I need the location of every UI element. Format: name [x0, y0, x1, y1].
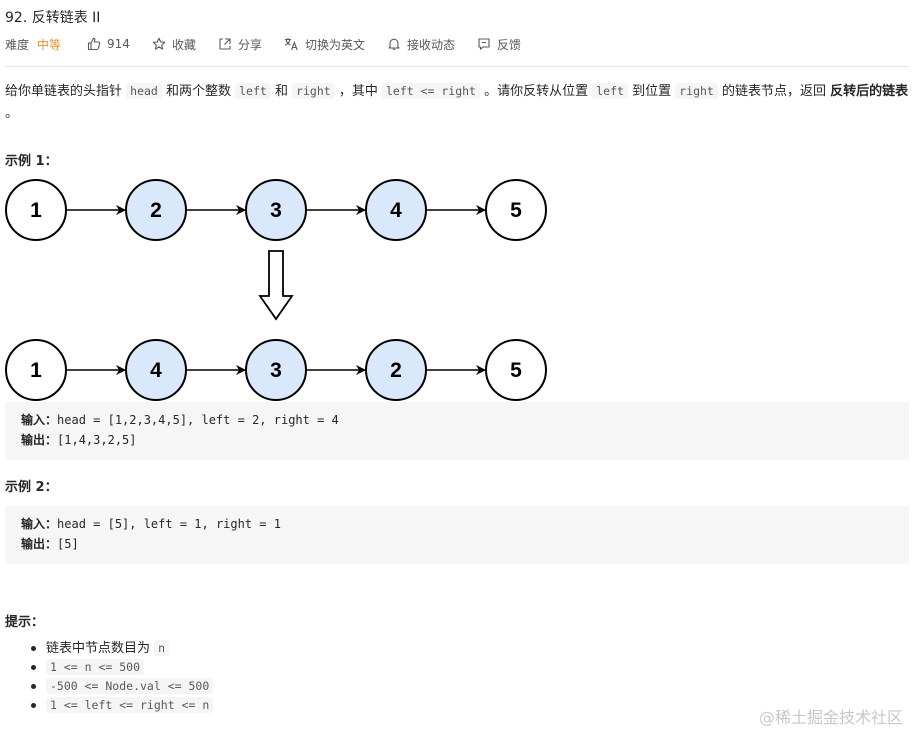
list-node — [5, 179, 67, 241]
switch-language-label: 切换为英文 — [304, 37, 365, 52]
follow-button[interactable]: 接收动态 — [387, 36, 455, 53]
hint-code: -500 <= Node.val <= 500 — [46, 678, 214, 694]
problem-title: 92. 反转链表 II — [5, 10, 101, 26]
difficulty-label: 难度 — [5, 37, 30, 52]
list-node — [125, 339, 187, 401]
example-2-input: head = [5], left = 1, right = 1 — [57, 517, 281, 531]
list-node-value: 1 — [30, 199, 42, 222]
problem-description: 给你单链表的头指针 head 和两个整数 left 和 right ，其中 le… — [5, 80, 911, 125]
desc-text: 和 — [270, 84, 293, 99]
hints-heading: 提示： — [5, 615, 45, 630]
star-icon — [152, 37, 166, 50]
list-node-value: 5 — [510, 359, 522, 382]
down-arrow-icon — [258, 250, 294, 321]
translate-icon — [284, 38, 298, 51]
share-button[interactable]: 分享 — [218, 36, 262, 53]
problem-meta-bar: 难度 中等 914 收藏 分享 切换为英文 接收动态 反馈 — [5, 35, 543, 53]
desc-code-right-2: right — [675, 83, 718, 99]
linked-list-diagram: 1 2 3 4 5 1 4 3 2 5 — [5, 179, 547, 401]
like-button[interactable]: 914 — [87, 37, 130, 51]
list-node — [485, 179, 547, 241]
input-label: 输入： — [21, 413, 58, 427]
hint-code: 1 <= left <= right <= n — [46, 697, 214, 713]
divider — [5, 66, 909, 67]
list-after: 1 4 3 2 5 — [5, 339, 547, 401]
desc-code-constraint: left <= right — [381, 83, 480, 99]
example-1-output: [1,4,3,2,5] — [57, 433, 137, 447]
desc-code-right: right — [292, 83, 335, 99]
desc-text: 给你单链表的头指针 — [5, 84, 127, 99]
list-node — [365, 339, 427, 401]
hint-code: 1 <= n <= 500 — [46, 659, 145, 675]
example-2-output: [5] — [57, 537, 79, 551]
example-2-block: 输入：head = [5], left = 1, right = 1 输出：[5… — [5, 506, 909, 564]
desc-text: 的链表节点，返回 — [717, 84, 831, 99]
hint-text: 链表中节点数目为 — [46, 641, 155, 656]
desc-code-left-2: left — [592, 83, 628, 99]
favorite-label: 收藏 — [171, 37, 196, 52]
thumbs-up-icon — [87, 37, 101, 51]
desc-text: 。请你反转从位置 — [479, 84, 593, 99]
list-node — [245, 179, 307, 241]
list-node — [5, 339, 67, 401]
list-node-value: 2 — [150, 199, 162, 222]
share-icon — [219, 38, 231, 50]
switch-language-button[interactable]: 切换为英文 — [284, 36, 365, 53]
hints-list: 链表中节点数目为 n 1 <= n <= 500 -500 <= Node.va… — [28, 639, 214, 715]
list-node — [365, 179, 427, 241]
desc-code-head: head — [126, 83, 162, 99]
list-node-value: 3 — [270, 359, 282, 382]
list-item: 链表中节点数目为 n — [28, 639, 213, 658]
example-1-block: 输入：head = [1,2,3,4,5], left = 2, right =… — [5, 402, 909, 460]
follow-label: 接收动态 — [406, 37, 455, 52]
desc-text: 和两个整数 — [161, 84, 236, 99]
share-label: 分享 — [237, 37, 262, 52]
feedback-button[interactable]: 反馈 — [477, 36, 521, 53]
example-1-input: head = [1,2,3,4,5], left = 2, right = 4 — [57, 413, 339, 427]
list-item: -500 <= Node.val <= 500 — [28, 677, 214, 696]
list-node — [245, 339, 307, 401]
list-node-value: 2 — [390, 359, 402, 382]
list-node-value: 1 — [30, 359, 42, 382]
list-before: 1 2 3 4 5 — [5, 179, 547, 241]
example-1-heading: 示例 1： — [5, 154, 58, 169]
list-node — [125, 179, 187, 241]
hint-code: n — [154, 640, 170, 656]
example-2-heading: 示例 2： — [5, 480, 58, 495]
like-count: 914 — [107, 37, 130, 51]
list-item: 1 <= left <= right <= n — [28, 696, 214, 715]
list-item: 1 <= n <= 500 — [28, 658, 213, 677]
favorite-button[interactable]: 收藏 — [152, 36, 196, 53]
list-node-value: 4 — [150, 359, 162, 382]
desc-bold: 反转后的链表 — [830, 84, 909, 99]
desc-text: 。 — [5, 106, 19, 121]
desc-text: 到位置 — [627, 84, 676, 99]
list-node-value: 3 — [270, 199, 282, 222]
desc-text: ，其中 — [334, 84, 382, 99]
input-label: 输入： — [21, 517, 58, 531]
list-node-value: 4 — [390, 199, 402, 222]
output-label: 输出： — [21, 537, 58, 551]
list-node — [485, 339, 547, 401]
feedback-icon — [478, 38, 490, 50]
bell-icon — [388, 38, 400, 50]
difficulty-badge: 中等 — [37, 37, 62, 52]
feedback-label: 反馈 — [497, 37, 522, 52]
watermark: @稀土掘金技术社区 — [758, 708, 903, 727]
output-label: 输出： — [21, 433, 58, 447]
list-node-value: 5 — [510, 199, 522, 222]
desc-code-left: left — [235, 83, 271, 99]
